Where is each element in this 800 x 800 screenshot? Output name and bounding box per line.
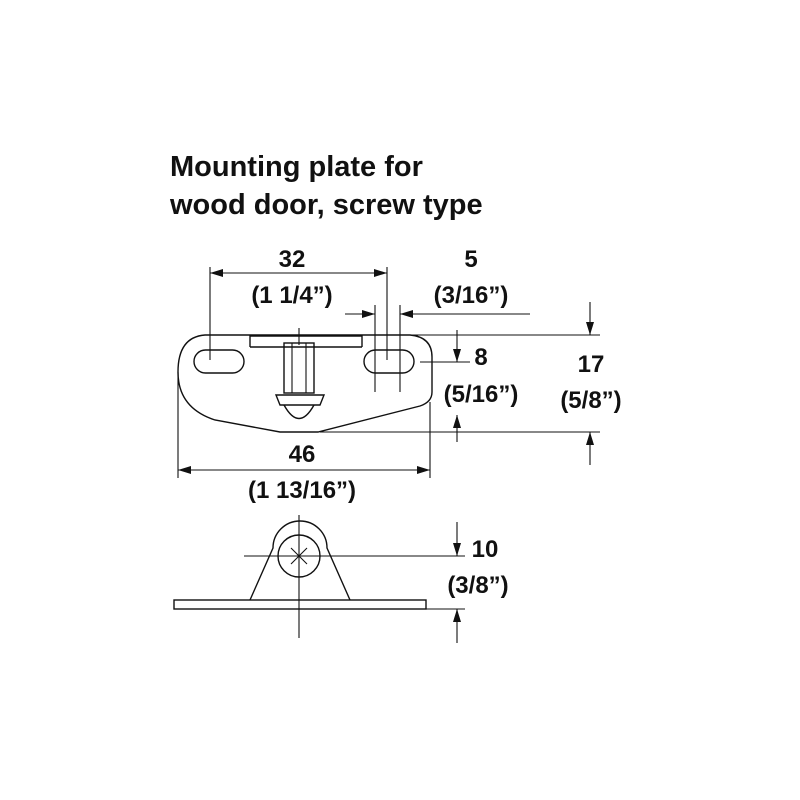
top-view-dimensions [177, 267, 600, 478]
dim-5-inch: (3/16”) [434, 282, 509, 309]
pin-head [274, 394, 326, 406]
pin-ball [283, 404, 315, 420]
arrow-8-top [453, 349, 461, 362]
pin-lug [249, 520, 351, 601]
title-line-1: Mounting plate for [170, 151, 423, 183]
side-view [173, 515, 465, 638]
title-line-2: wood door, screw type [170, 189, 483, 221]
right-slot [363, 349, 415, 374]
dim-17-inch: (5/8”) [560, 387, 621, 414]
arrow-10-top [453, 543, 461, 556]
arrow-32-left [210, 269, 223, 277]
side-view-dimensions [426, 522, 465, 643]
dim-8-mm: 8 [474, 344, 487, 371]
arrow-17-bottom [586, 432, 594, 445]
top-view [177, 328, 433, 433]
plate-outline [177, 334, 433, 433]
diagram-title: Mounting plate for wood door, screw type [170, 148, 483, 224]
arrow-5-left [362, 310, 375, 318]
dim-10-mm: 10 [472, 536, 499, 563]
arrow-8-bottom [453, 415, 461, 428]
dim-32-mm: 32 [279, 246, 306, 273]
arrow-46-left [178, 466, 191, 474]
left-slot [193, 349, 245, 374]
dim-46-inch: (1 13/16”) [248, 477, 356, 504]
dim-46-mm: 46 [289, 441, 316, 468]
dim-17-mm: 17 [578, 351, 605, 378]
arrow-46-right [417, 466, 430, 474]
pin-body [283, 342, 315, 394]
arrow-5-right [400, 310, 413, 318]
arrow-10-bottom [453, 609, 461, 622]
dim-5-mm: 5 [464, 246, 477, 273]
base-plate [173, 599, 427, 610]
arrow-17-top [586, 322, 594, 335]
arrow-32-right [374, 269, 387, 277]
center-bar [249, 335, 363, 347]
dim-8-inch: (5/16”) [444, 381, 519, 408]
dim-32-inch: (1 1/4”) [251, 282, 332, 309]
dim-10-inch: (3/8”) [447, 572, 508, 599]
